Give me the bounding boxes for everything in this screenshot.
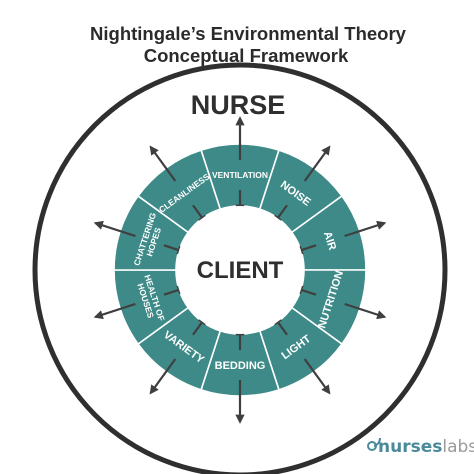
segment-label: VENTILATION [212, 170, 268, 180]
title-line-1: Nightingale’s Environmental Theory [90, 23, 407, 44]
outward-arrow [93, 302, 136, 320]
nurse-label: NURSE [191, 90, 286, 120]
title-line-2: Conceptual Framework [144, 45, 349, 66]
outward-arrow [344, 220, 387, 238]
logo-text-nurses: nurses [378, 437, 442, 457]
environment-ring [113, 143, 367, 397]
outward-arrow [93, 220, 136, 238]
segment-label-line: BEDDING [215, 360, 266, 372]
segment-label-line: AIR [321, 230, 338, 252]
client-label: CLIENT [197, 257, 284, 284]
nurseslabs-logo: nurseslabs [367, 437, 474, 457]
outward-arrow [344, 302, 387, 320]
stethoscope-icon [367, 437, 381, 451]
outward-arrow [303, 358, 331, 395]
outward-arrow [149, 358, 177, 395]
segment-label-line: VENTILATION [212, 170, 268, 180]
svg-text:nurseslabs: nurseslabs [378, 437, 474, 457]
segment-label: AIR [321, 230, 338, 252]
segment-label: BEDDING [215, 360, 266, 372]
client-circle [176, 206, 304, 334]
logo-text-labs: labs [442, 437, 474, 457]
outward-arrow [303, 145, 331, 182]
outward-arrow [149, 145, 177, 182]
